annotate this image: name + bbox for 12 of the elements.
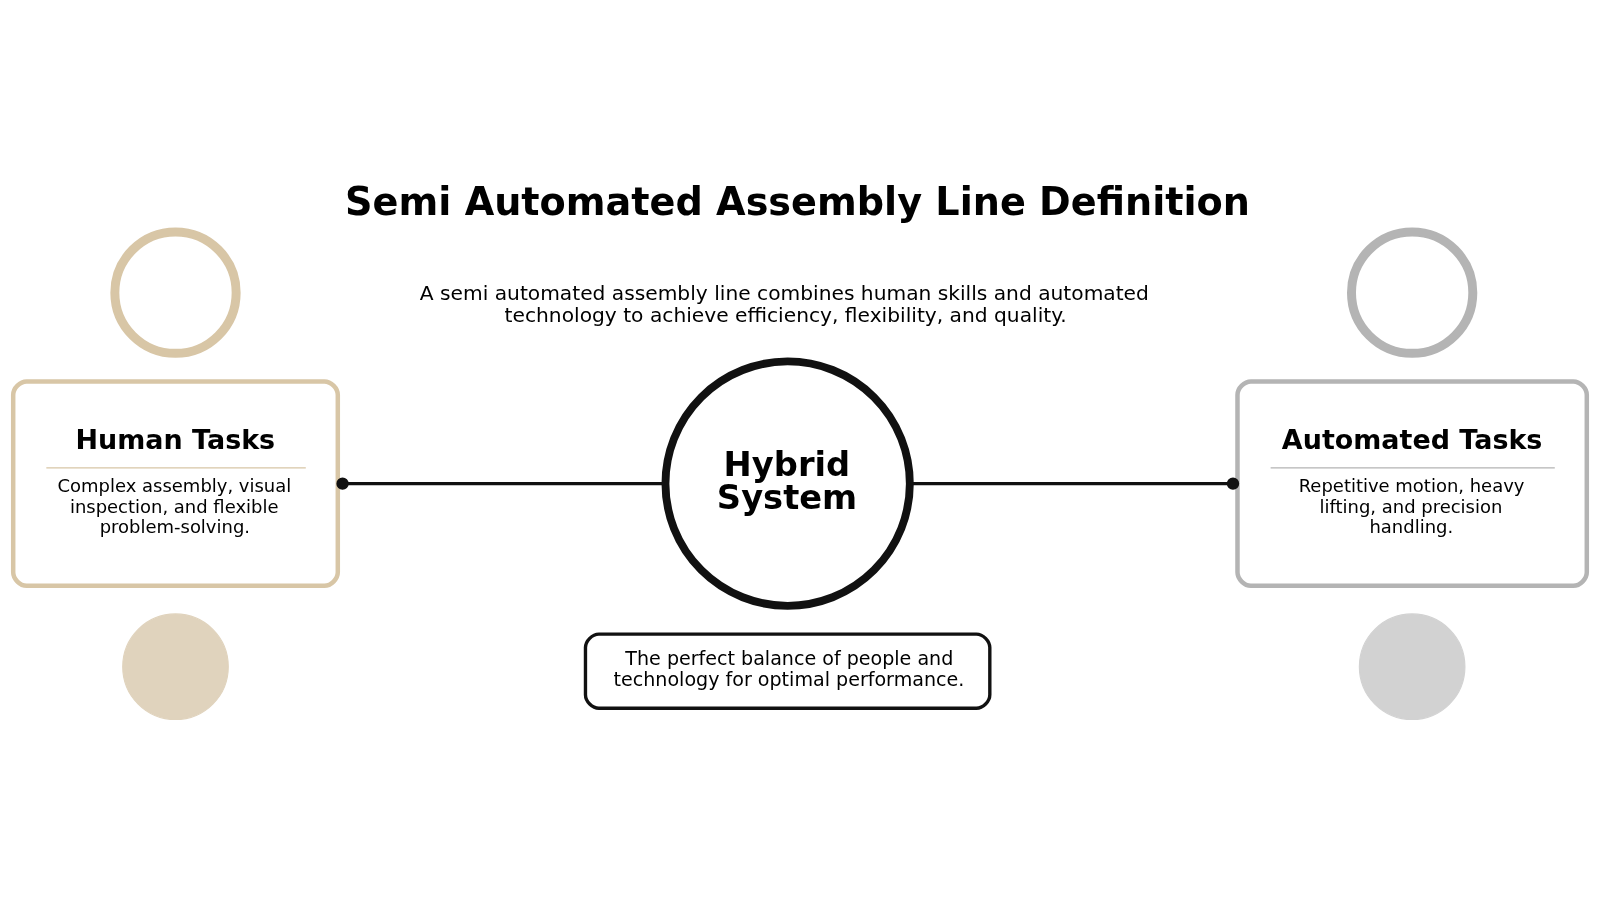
node-circle [1347,227,1478,358]
node-box: The perfect balance of people and technology for optimal performance. [583,631,992,710]
node-circle [1358,612,1466,720]
node-circle [110,227,241,358]
connector [336,476,665,490]
node-circle: Hybrid System [661,357,914,610]
node-circle [122,612,229,720]
label: A semi automated assembly line combines human skills and automated technology to achieve efficiency, flexibility, and quality. [419,280,1149,327]
node-box: Automated Tasks Repetitive motion, heavy lifting, and precision handling. [1235,378,1590,588]
connector [910,476,1240,490]
diagram-title: Semi Automated Assembly Line Definition [345,179,1250,224]
node-box: Human Tasks Complex assembly, visual inspection, and flexible problem-solving. [10,378,341,588]
